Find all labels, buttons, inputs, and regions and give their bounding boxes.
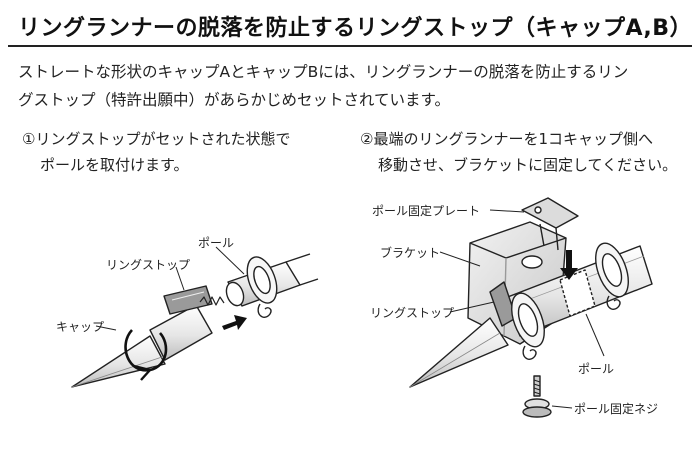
callout-ring-stop-1: リングストップ — [106, 258, 191, 272]
callout-pole-fixing-plate: ポール固定プレート — [372, 204, 481, 218]
figure-2-bracket-assembly — [409, 197, 653, 418]
step-2-line-1: ②最端のリングランナーを1コキャップ側へ — [360, 130, 653, 148]
step-2-line-2: 移動させ、ブラケットに固定してください。 — [378, 156, 678, 174]
step-1-line-2: ポールを取付けます。 — [40, 156, 189, 174]
push-arrow-icon — [222, 315, 247, 330]
figure-1-cap-assembly — [71, 246, 319, 388]
step-1-caption: ①リングストップがセットされた状態で ポールを取付けます。 — [22, 126, 342, 178]
cap-cone — [71, 335, 166, 388]
pole-fixing-screw — [522, 375, 552, 418]
callout-pole-2: ポール — [578, 362, 615, 376]
cap-body — [149, 304, 213, 361]
title-underline — [8, 45, 692, 47]
intro-line-1: ストレートな形状のキャップAとキャップBには、リングランナーの脱落を防止するリン — [18, 63, 629, 81]
page-title: リングランナーの脱落を防止するリングストップ（キャップA,B） — [18, 16, 693, 41]
cap-cone-2 — [409, 317, 509, 388]
ring-stop-part — [163, 285, 213, 315]
step-2-caption: ②最端のリングランナーを1コキャップ側へ 移動させ、ブラケットに固定してください… — [360, 126, 690, 178]
intro-paragraph: ストレートな形状のキャップAとキャップBには、リングランナーの脱落を防止するリン… — [18, 58, 686, 114]
pole-fixing-plate — [521, 197, 579, 229]
intro-line-2: グストップ（特許出願中）があらかじめセットされています。 — [18, 91, 450, 109]
down-arrow-icon — [560, 250, 578, 280]
spring-part — [199, 296, 225, 306]
callout-bracket: ブラケット — [380, 246, 441, 260]
step-1-line-1: ①リングストップがセットされた状態で — [22, 130, 291, 148]
callout-pole-fixing-screw: ポール固定ネジ — [574, 402, 659, 416]
callout-cap-1: キャップ — [56, 320, 105, 334]
callout-ring-stop-2: リングストップ — [370, 306, 455, 320]
callout-pole-1: ポール — [198, 236, 235, 250]
